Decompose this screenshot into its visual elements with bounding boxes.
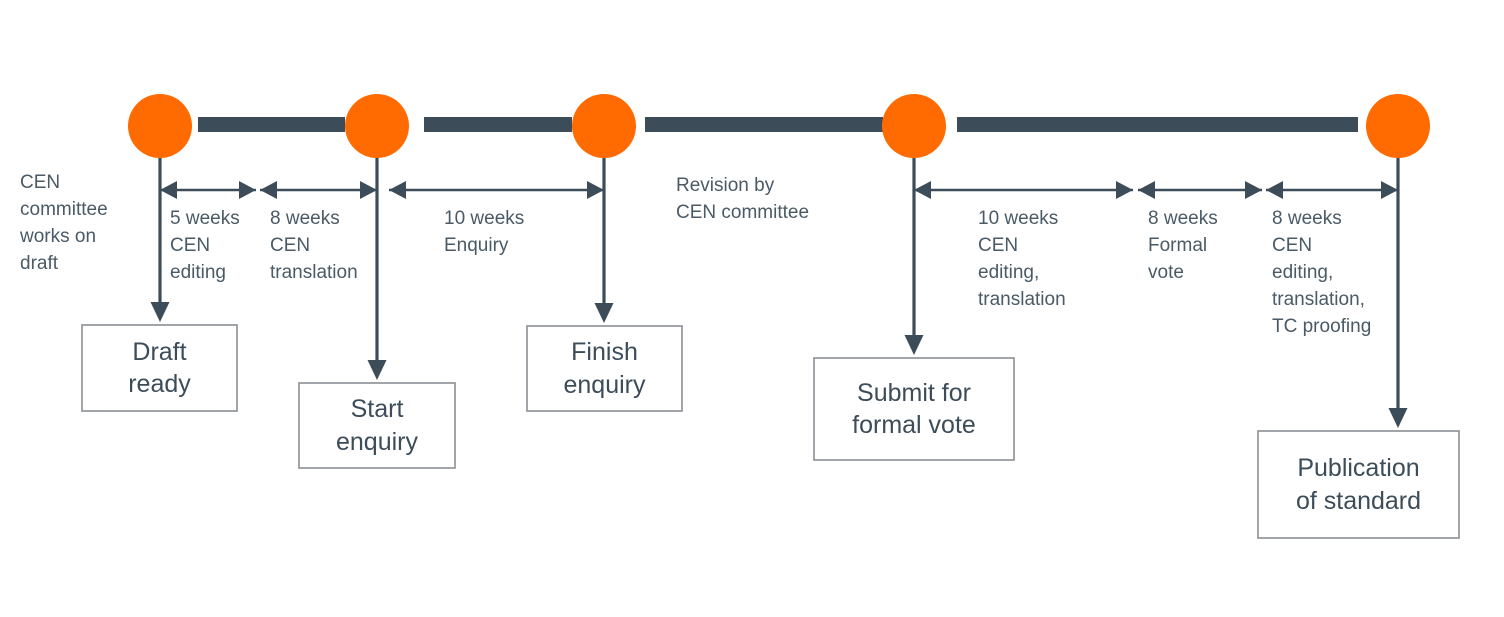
milestone-stem-arrowhead xyxy=(150,302,170,322)
span-cen-editing-label: 5 weeks CEN editing xyxy=(170,208,240,283)
milestone-stem-arrowhead xyxy=(904,335,924,355)
span-arrowhead xyxy=(1245,181,1262,199)
milestone-stem-arrowhead xyxy=(594,303,614,323)
span-arrowhead xyxy=(1266,181,1283,199)
span-formal-vote-label: 8 weeks Formal vote xyxy=(1148,208,1218,283)
span-cen-editing-translation-label: 10 weeks CEN editing, translation xyxy=(978,208,1066,310)
span-arrowhead xyxy=(1138,181,1155,199)
milestone-stems xyxy=(150,158,1408,428)
milestone-marker[interactable] xyxy=(882,94,946,158)
span-enquiry-label: 10 weeks Enquiry xyxy=(444,208,525,256)
caption-committee-draft: CEN committee works on draft xyxy=(20,172,108,274)
box-start-enquiry[interactable] xyxy=(298,382,456,469)
box-draft-ready[interactable] xyxy=(81,324,238,412)
milestone-marker[interactable] xyxy=(128,94,192,158)
track-segment xyxy=(645,117,883,132)
span-arrowhead xyxy=(239,181,256,199)
span-arrowhead xyxy=(389,181,406,199)
duration-spans xyxy=(160,181,1398,199)
milestone-stem-arrowhead xyxy=(367,360,387,380)
outcome-boxes xyxy=(81,324,1460,539)
box-publication-of-standard[interactable] xyxy=(1257,430,1460,539)
span-cen-translation-label: 8 weeks CEN translation xyxy=(270,208,358,283)
box-finish-enquiry[interactable] xyxy=(526,325,683,412)
track-segment xyxy=(424,117,572,132)
span-cen-editing-tc-proofing-label: 8 weeks CEN editing, translation, TC pro… xyxy=(1272,208,1372,337)
span-arrowhead xyxy=(914,181,931,199)
track-segment xyxy=(198,117,345,132)
span-arrowhead xyxy=(360,181,377,199)
milestone-stem-arrowhead xyxy=(1388,408,1408,428)
milestone-markers xyxy=(128,94,1430,158)
milestone-marker[interactable] xyxy=(1366,94,1430,158)
track-segment xyxy=(957,117,1358,132)
timeline-track xyxy=(198,117,1358,132)
milestone-marker[interactable] xyxy=(345,94,409,158)
span-arrowhead xyxy=(1116,181,1133,199)
caption-revision: Revision by CEN committee xyxy=(676,175,810,223)
span-arrowhead xyxy=(260,181,277,199)
span-arrowhead xyxy=(587,181,604,199)
box-submit-formal-vote[interactable] xyxy=(813,357,1015,461)
milestone-marker[interactable] xyxy=(572,94,636,158)
span-arrowhead xyxy=(1381,181,1398,199)
span-arrowhead xyxy=(160,181,177,199)
